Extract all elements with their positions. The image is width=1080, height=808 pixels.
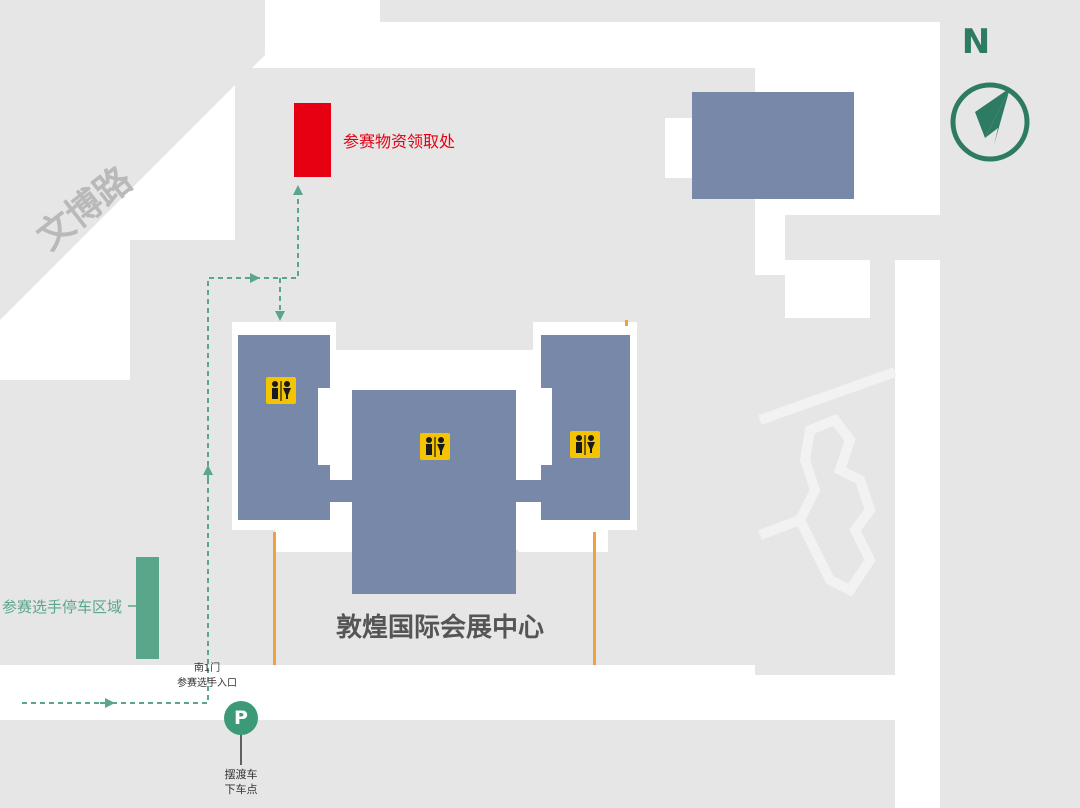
compass-letter: N	[962, 22, 990, 62]
east-pillar	[593, 532, 596, 665]
compass-icon	[950, 82, 1030, 162]
restroom-icon	[266, 377, 296, 404]
shuttle-label-line2: 下车点	[225, 782, 258, 796]
parking-icon	[224, 701, 258, 765]
building-northeast-porch	[665, 118, 695, 178]
west-wing	[238, 335, 330, 520]
south-road	[0, 720, 895, 808]
east-wing	[541, 335, 630, 520]
building-northeast	[665, 92, 854, 199]
main-building	[238, 335, 630, 594]
building-northeast-block	[692, 92, 854, 199]
restroom-icon	[420, 433, 450, 460]
route-main	[22, 273, 260, 704]
restroom-icon	[570, 431, 600, 458]
center-hall	[352, 390, 516, 594]
north-road	[380, 0, 1080, 22]
pickup-marker	[294, 103, 331, 177]
parking-area-label: 参赛选手停车区域	[2, 598, 122, 616]
road-wenbo	[0, 0, 265, 320]
orange-pillars	[273, 320, 628, 665]
pickup-label: 参赛物资领取处	[343, 132, 455, 151]
route-to-pickup	[255, 185, 303, 279]
east-road	[940, 0, 1080, 808]
shuttle-label-line1: 摆渡车	[225, 767, 258, 781]
east-connector	[516, 480, 541, 502]
parking-area-marker	[136, 557, 159, 659]
venue-label: 敦煌国际会展中心	[336, 612, 544, 643]
parking-icon-letter: P	[234, 707, 248, 729]
entrance-label: 参赛选手入口	[177, 676, 237, 689]
west-connector	[330, 480, 352, 502]
east-outline	[758, 367, 897, 597]
route	[22, 185, 303, 708]
west-pillar	[273, 532, 276, 665]
east-plot	[235, 68, 940, 675]
gate-label: 南1门	[194, 661, 220, 674]
west-ground	[0, 380, 130, 665]
